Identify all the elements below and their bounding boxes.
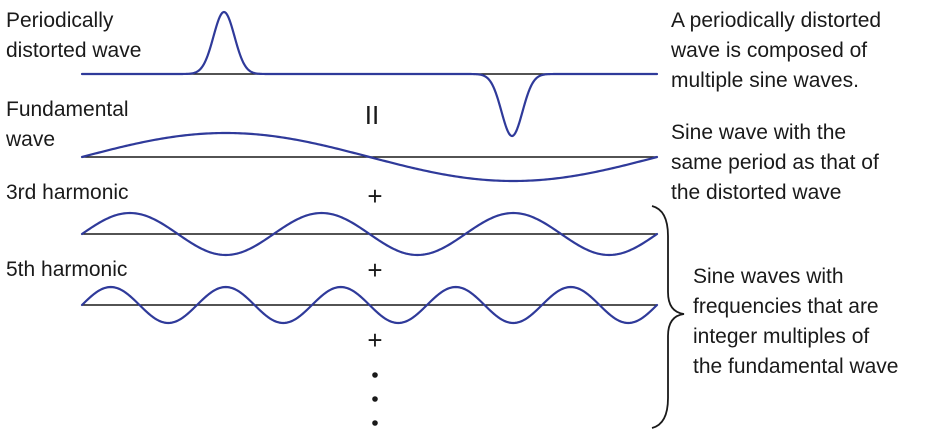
note-fundamental-line3: the distorted wave (671, 181, 841, 204)
note-fundamental-line2: same period as that of (671, 151, 879, 174)
label-third-harmonic: 3rd harmonic (6, 181, 129, 204)
note-harmonics-line2: frequencies that are (693, 295, 879, 318)
ellipsis-dot-3 (372, 420, 378, 426)
equals-symbol: II (365, 100, 379, 130)
ellipsis-dot-1 (372, 372, 378, 378)
label-distorted-line2: distorted wave (6, 39, 141, 62)
ellipsis-dot-2 (372, 396, 378, 402)
note-fundamental-line1: Sine wave with the (671, 121, 846, 144)
plus-symbol-2: + (367, 255, 382, 285)
third-harmonic-wave (80, 211, 659, 257)
harmonics-brace (651, 205, 685, 429)
note-distorted-line1: A periodically distorted (671, 9, 881, 32)
plus-symbol-1: + (367, 181, 382, 211)
note-distorted-line3: multiple sine waves. (671, 69, 859, 92)
fifth-harmonic-wave (80, 285, 659, 325)
label-fifth-harmonic: 5th harmonic (6, 258, 127, 281)
note-harmonics-line1: Sine waves with (693, 265, 844, 288)
fundamental-wave (80, 131, 659, 183)
label-fundamental-line2: wave (5, 128, 55, 151)
note-distorted-line2: wave is composed of (670, 39, 867, 62)
note-harmonics-line3: integer multiples of (693, 325, 869, 348)
label-distorted-line1: Periodically (6, 9, 114, 32)
label-fundamental-line1: Fundamental (6, 98, 129, 121)
note-harmonics-line4: the fundamental wave (693, 355, 898, 378)
plus-symbol-3: + (367, 325, 382, 355)
distorted-wave (80, 10, 659, 138)
